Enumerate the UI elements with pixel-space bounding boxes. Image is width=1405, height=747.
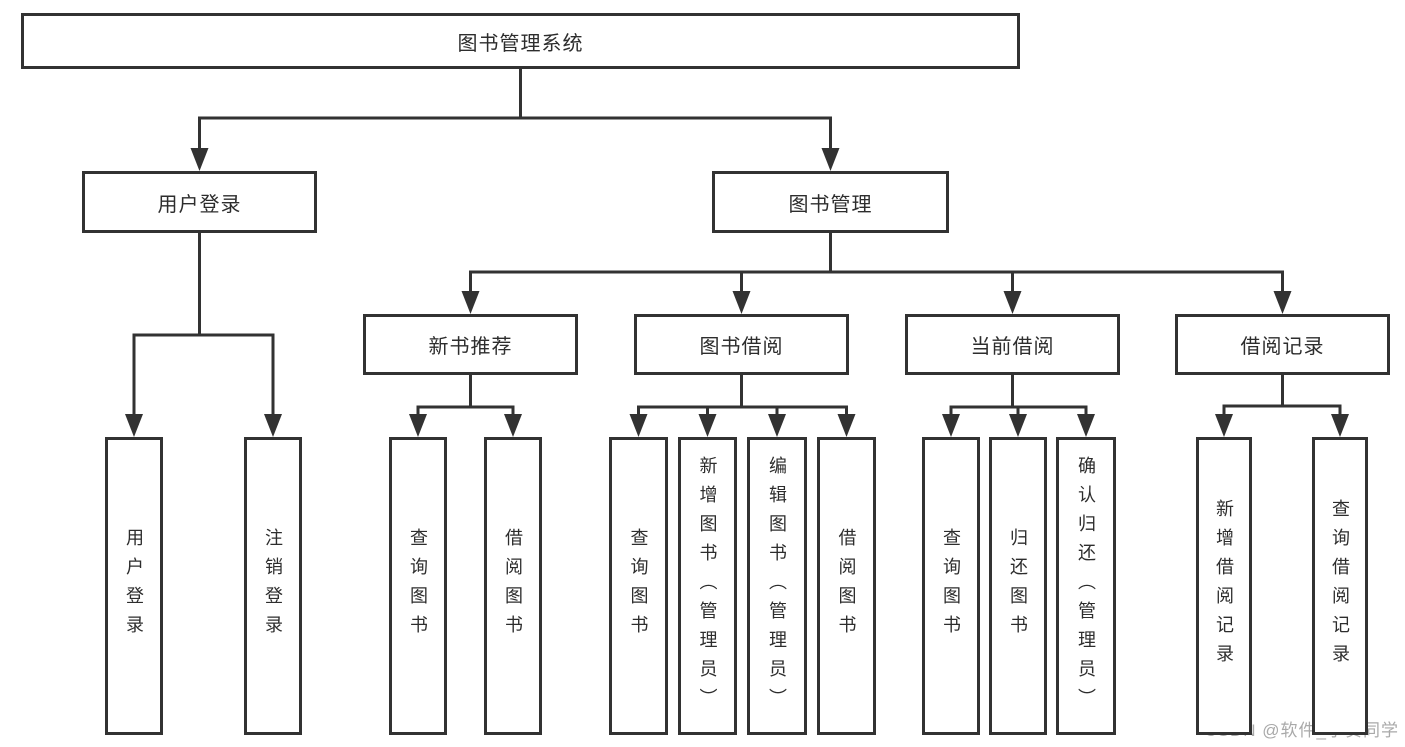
node-label: 查询图书 <box>408 528 428 644</box>
node-label: 借阅图书 <box>836 528 857 644</box>
node-leaf-logout: 注销登录 <box>244 437 302 735</box>
node-user-login: 用户登录 <box>82 171 317 233</box>
node-leaf-bb-add: 新增图书（管理员） <box>678 437 737 735</box>
node-label: 归还图书 <box>1008 528 1028 644</box>
node-leaf-cl-query: 查询图书 <box>922 437 980 735</box>
node-leaf-lr-add: 新增借阅记录 <box>1196 437 1252 735</box>
node-leaf-bb-edit: 编辑图书（管理员） <box>747 437 807 735</box>
node-book-mgmt: 图书管理 <box>712 171 949 233</box>
node-label: 查询图书 <box>941 528 961 644</box>
node-label: 新增借阅记录 <box>1214 499 1234 673</box>
node-new-book: 新书推荐 <box>363 314 578 375</box>
node-label: 借阅图书 <box>503 528 523 644</box>
node-book-borrow: 图书借阅 <box>634 314 849 375</box>
node-leaf-nb-borrow: 借阅图书 <box>484 437 542 735</box>
node-label: 查询借阅记录 <box>1330 499 1350 673</box>
node-label: 确认归还（管理员） <box>1076 455 1096 717</box>
node-leaf-login: 用户登录 <box>105 437 163 735</box>
node-root: 图书管理系统 <box>21 13 1020 69</box>
node-label: 图书借阅 <box>699 336 784 358</box>
node-leaf-bb-borrow: 借阅图书 <box>817 437 876 735</box>
node-label: 借阅记录 <box>1240 336 1325 358</box>
node-label: 查询图书 <box>628 528 649 644</box>
node-label: 编辑图书（管理员） <box>767 455 787 717</box>
node-label: 图书管理系统 <box>457 32 584 55</box>
node-leaf-cl-confirm: 确认归还（管理员） <box>1056 437 1116 735</box>
node-leaf-bb-query: 查询图书 <box>609 437 668 735</box>
node-current-loan: 当前借阅 <box>905 314 1120 375</box>
node-leaf-nb-query: 查询图书 <box>389 437 447 735</box>
node-label: 注销登录 <box>263 528 283 644</box>
node-leaf-cl-return: 归还图书 <box>989 437 1047 735</box>
node-label: 新增图书（管理员） <box>697 455 718 717</box>
node-label: 用户登录 <box>157 193 242 216</box>
node-leaf-lr-query: 查询借阅记录 <box>1312 437 1368 735</box>
node-label: 新书推荐 <box>428 336 513 358</box>
node-label: 用户登录 <box>124 528 144 644</box>
node-loan-records: 借阅记录 <box>1175 314 1390 375</box>
node-label: 当前借阅 <box>970 336 1055 358</box>
node-label: 图书管理 <box>788 193 873 216</box>
